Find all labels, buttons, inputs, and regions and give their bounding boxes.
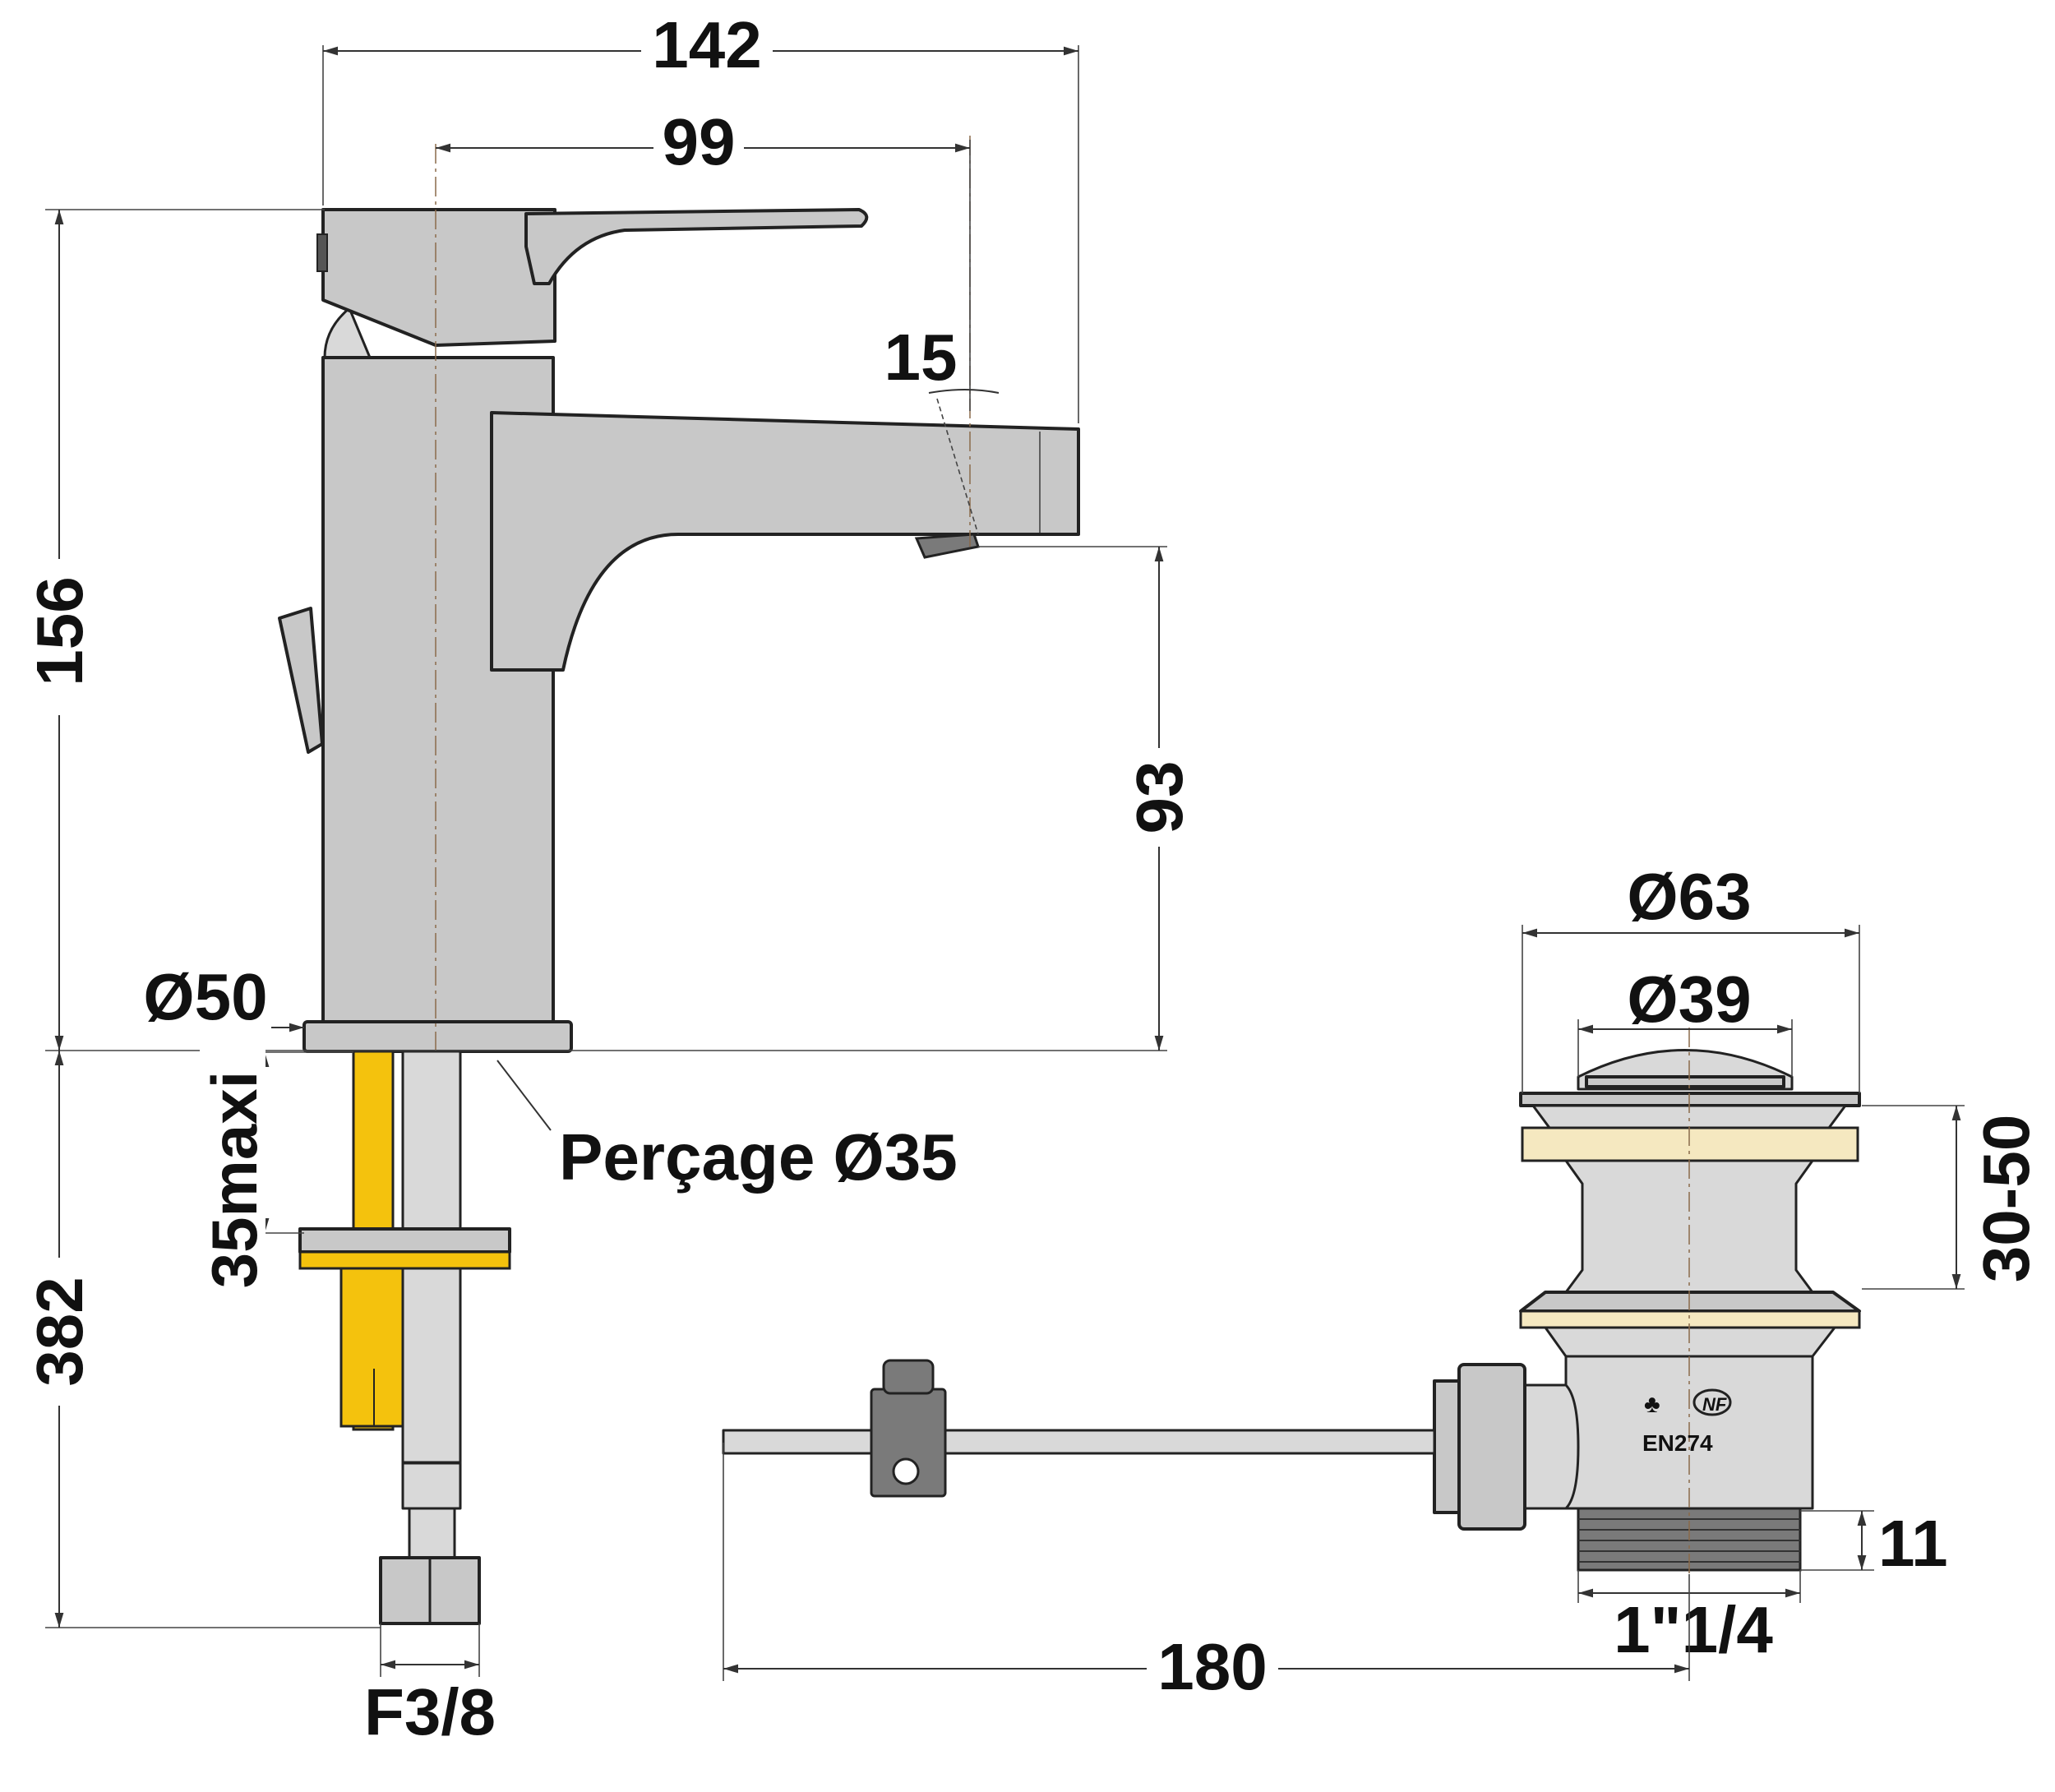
rod-nut-inner [1433, 1379, 1461, 1514]
dim-waste-inner-diameter: Ø39 [1627, 963, 1751, 1036]
label-drilling: Perçage Ø35 [559, 1120, 958, 1194]
apple-mark-icon: ♣ [1644, 1391, 1660, 1418]
dim-spout-reach: 99 [663, 105, 736, 178]
drain-washer-top [1521, 1126, 1859, 1162]
faucet-handle [321, 208, 556, 347]
faucet [278, 136, 1080, 1625]
waste-drain: ♣ NF EN274 [722, 1028, 1861, 1578]
popup-knob [278, 607, 324, 754]
hose-crimp [401, 1462, 462, 1510]
handle-side-knob [316, 233, 328, 272]
mounting-plate [298, 1227, 511, 1254]
dim-hose-connector: F3/8 [364, 1675, 496, 1748]
dim-spout-angle: 15 [884, 321, 958, 394]
popup-rod [722, 1429, 1436, 1455]
dim-height-total: 156 [23, 576, 96, 686]
dim-max-thickness: 35maxi [198, 1071, 270, 1289]
dim-spout-height: 93 [1123, 761, 1196, 834]
aerator [914, 533, 980, 559]
mounting-washer [298, 1250, 511, 1270]
dim-thread-size: 1"1/4 [1614, 1593, 1773, 1666]
drain-nut [1519, 1291, 1861, 1313]
faucet-spout [490, 411, 1080, 672]
rod-nut [1457, 1363, 1526, 1531]
drain-flange [1519, 1092, 1861, 1107]
dim-waste-range: 30-50 [1970, 1115, 2043, 1283]
nf-logo-text: NF [1702, 1394, 1727, 1415]
faucet-base [302, 1020, 573, 1053]
waste-standard-label: EN274 [1642, 1430, 1713, 1456]
hose-neck [408, 1507, 456, 1559]
dim-base-diameter: Ø50 [143, 960, 267, 1033]
dim-waste-outer-diameter: Ø63 [1627, 860, 1751, 933]
dim-thread-height: 11 [1878, 1507, 1948, 1580]
nf-logo-icon [1692, 1388, 1732, 1416]
drain-washer-bottom [1519, 1309, 1861, 1329]
dim-width-total: 142 [652, 8, 761, 81]
faucet-lever [524, 208, 869, 285]
dimensions: 142 99 15 156 93 Ø50 Perçage Ø35 35maxi [23, 8, 2043, 1748]
dim-rod-length: 180 [1157, 1630, 1267, 1703]
dim-hose-length: 382 [23, 1277, 96, 1386]
